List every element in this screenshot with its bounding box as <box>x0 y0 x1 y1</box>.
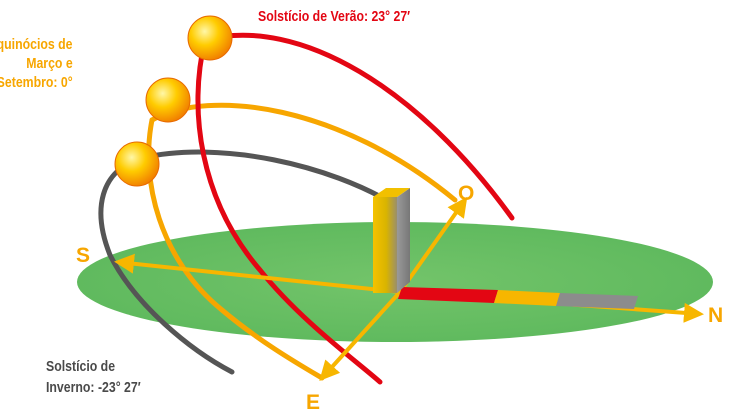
gnomon-post-front <box>373 197 397 293</box>
equinox-label-line2: Março e <box>26 55 73 72</box>
south-axis <box>114 253 401 294</box>
equinox-label-line3: Setembro: 0° <box>0 74 73 91</box>
summer-solstice-label: Solstício de Verão: 23° 27′ <box>258 8 411 25</box>
east-direction-label: E <box>306 391 321 414</box>
east-axis <box>319 290 402 381</box>
summer-solstice-path-upper <box>202 32 515 221</box>
sun-equinox-icon <box>145 77 191 123</box>
shadow-equinox <box>494 290 560 306</box>
winter-solstice-path <box>98 155 235 375</box>
south-direction-label: S <box>76 244 91 267</box>
winter-solstice-path-upper <box>139 149 398 208</box>
shadow-winter <box>556 293 638 309</box>
west-direction-label: O <box>458 182 475 205</box>
sun-winter-icon <box>114 141 160 187</box>
winter-solstice-label-line1: Solstício de <box>46 358 116 375</box>
sun-summer-icon <box>187 15 233 61</box>
gnomon-post-top <box>373 188 410 197</box>
equinox-label-line1: Equinócios de <box>0 36 73 53</box>
shadow-summer <box>398 287 498 303</box>
winter-solstice-label-line2: Inverno: -23° 27′ <box>46 379 141 396</box>
west-axis <box>398 196 468 294</box>
north-direction-label: N <box>708 304 724 327</box>
gnomon-post-side <box>397 188 410 293</box>
